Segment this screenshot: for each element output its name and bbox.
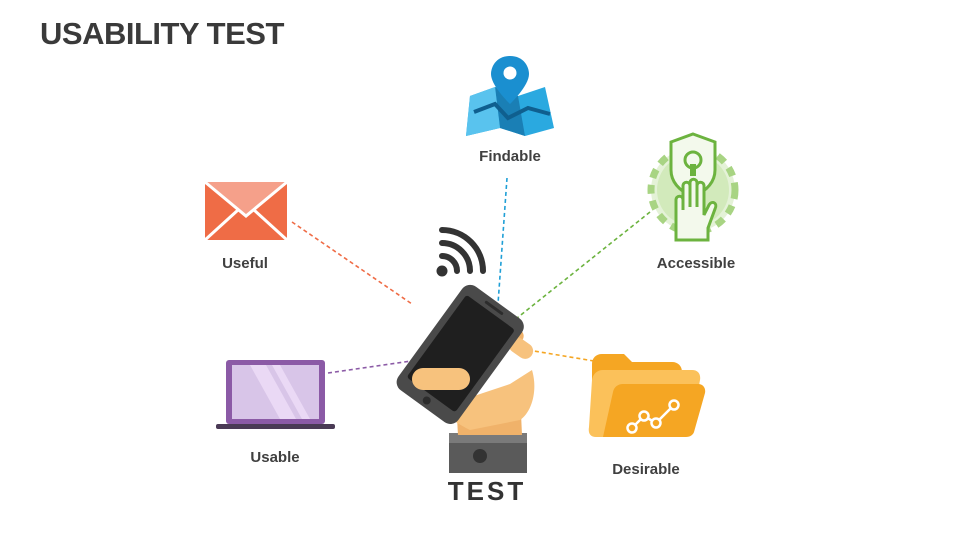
connector-findable [496,177,508,319]
connector-usable [327,359,419,374]
center-label: TEST [447,476,527,506]
page-title: USABILITY TEST [40,16,284,51]
connector-useful [291,221,413,305]
hand-phone-icon [396,227,535,473]
label-accessible: Accessible [656,255,736,272]
wifi-signal-icon [436,227,486,277]
label-useful: Useful [222,255,268,272]
envelope-icon [203,180,289,242]
folder-chart-icon [588,354,706,437]
shield-lock-hand-icon [647,132,739,242]
connector-desirable [527,349,601,363]
label-desirable: Desirable [612,461,680,478]
laptop-icon [216,360,335,429]
connector-accessible [501,211,651,331]
label-findable: Findable [479,148,541,165]
map-pin-icon [466,56,554,136]
label-usable: Usable [250,449,300,466]
